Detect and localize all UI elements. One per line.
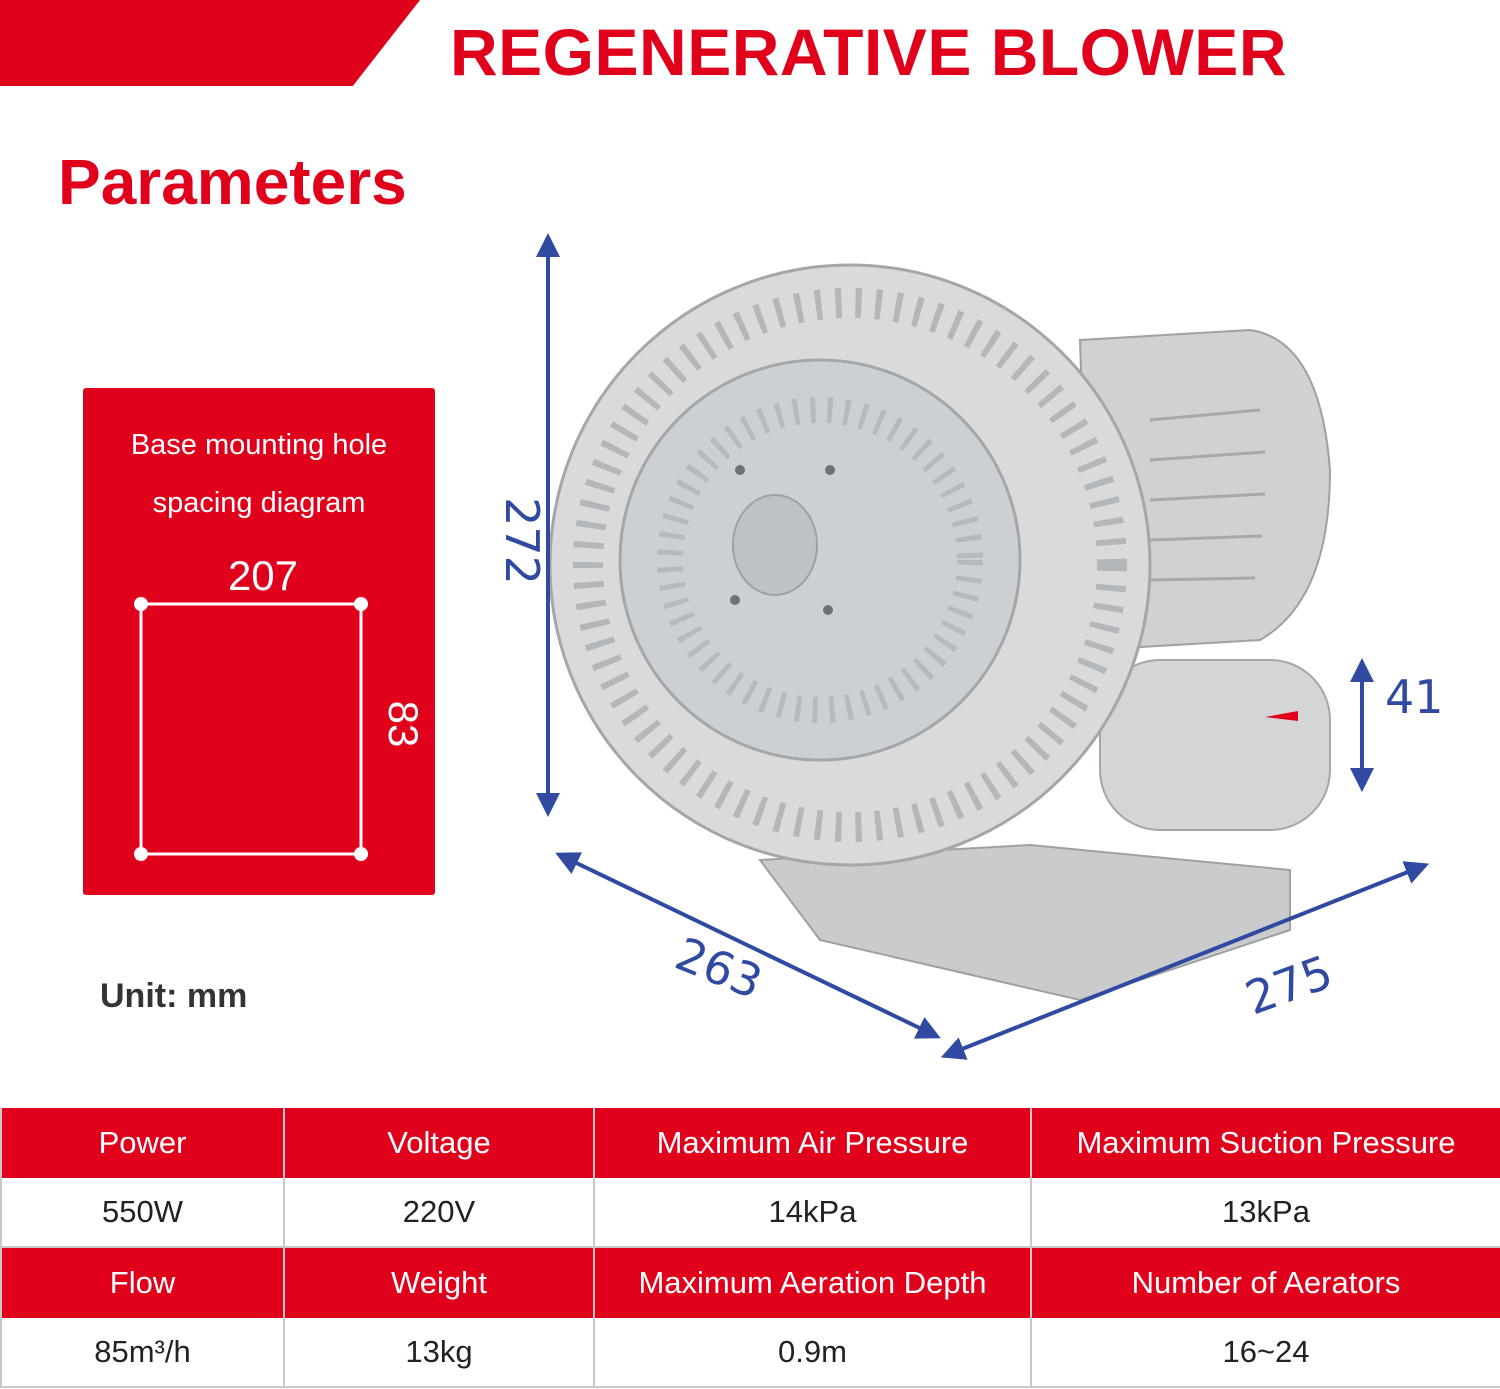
outlet-dimension-label: 41	[1385, 670, 1444, 724]
spec-value-flow: 85m³/h	[0, 1318, 285, 1388]
spec-header-weight: Weight	[283, 1247, 595, 1318]
unit-note: Unit: mm	[100, 977, 248, 1015]
depth-arrow	[555, 852, 941, 1039]
flow-arrow-icon	[1265, 711, 1298, 721]
bolt-icon	[823, 605, 833, 615]
spec-header-flow: Flow	[0, 1247, 285, 1318]
spec-header-max-suction-pressure: Maximum Suction Pressure	[1030, 1108, 1500, 1178]
spec-value-weight: 13kg	[283, 1318, 595, 1388]
specs-header-row: Flow Weight Maximum Aeration Depth Numbe…	[0, 1247, 1500, 1318]
page-title: REGENERATIVE BLOWER	[450, 15, 1287, 89]
mounting-diagram-panel: Base mounting hole spacing diagram 207 8…	[83, 388, 435, 895]
mounting-hole	[134, 847, 148, 861]
spec-header-max-air-pressure: Maximum Air Pressure	[593, 1108, 1032, 1178]
specs-value-row: 85m³/h 13kg 0.9m 16~24	[0, 1318, 1500, 1388]
motor-fins	[1149, 408, 1266, 582]
specs-header-row: Power Voltage Maximum Air Pressure Maxim…	[0, 1108, 1500, 1178]
bolt-icon	[730, 595, 740, 605]
mounting-caption-line-1: Base mounting hole	[130, 429, 388, 461]
mounting-width-label: 207	[227, 552, 299, 599]
spec-value-max-suction-pressure: 13kPa	[1030, 1178, 1500, 1248]
spec-header-max-aeration-depth: Maximum Aeration Depth	[593, 1247, 1032, 1318]
housing-cover	[618, 358, 1022, 762]
spec-value-voltage: 220V	[283, 1178, 595, 1248]
hub-cap	[732, 494, 818, 596]
header-banner	[0, 0, 420, 86]
spec-header-number-of-aerators: Number of Aerators	[1030, 1247, 1500, 1318]
base-plate	[758, 843, 1291, 1002]
height-dimension-label: 272	[494, 497, 549, 585]
spec-value-max-aeration-depth: 0.9m	[593, 1318, 1032, 1388]
specs-table: Power Voltage Maximum Air Pressure Maxim…	[0, 1108, 1500, 1388]
spec-value-number-of-aerators: 16~24	[1030, 1318, 1500, 1388]
mounting-hole	[134, 597, 148, 611]
spec-header-voltage: Voltage	[283, 1108, 595, 1178]
mounting-outline	[139, 602, 363, 856]
specs-value-row: 550W 220V 14kPa 13kPa	[0, 1178, 1500, 1248]
blower-illustration	[536, 233, 1430, 1060]
bolt-icon	[825, 465, 835, 475]
mounting-caption-line-2: spacing diagram	[152, 487, 366, 519]
mounting-hole-diagram	[134, 597, 368, 861]
cover-ribs	[657, 397, 983, 723]
width-arrow	[940, 861, 1430, 1060]
mounting-depth-label: 83	[380, 700, 427, 748]
bolt-icon	[735, 465, 745, 475]
cooling-fins	[573, 288, 1127, 842]
section-title: Parameters	[58, 146, 407, 218]
mounting-caption: Base mounting hole spacing diagram	[83, 416, 435, 532]
mounting-hole	[354, 597, 368, 611]
outlet-pipe	[1099, 659, 1331, 831]
spec-value-power: 550W	[0, 1178, 285, 1248]
spec-header-power: Power	[0, 1108, 285, 1178]
mounting-hole	[354, 847, 368, 861]
spec-value-max-air-pressure: 14kPa	[593, 1178, 1032, 1248]
